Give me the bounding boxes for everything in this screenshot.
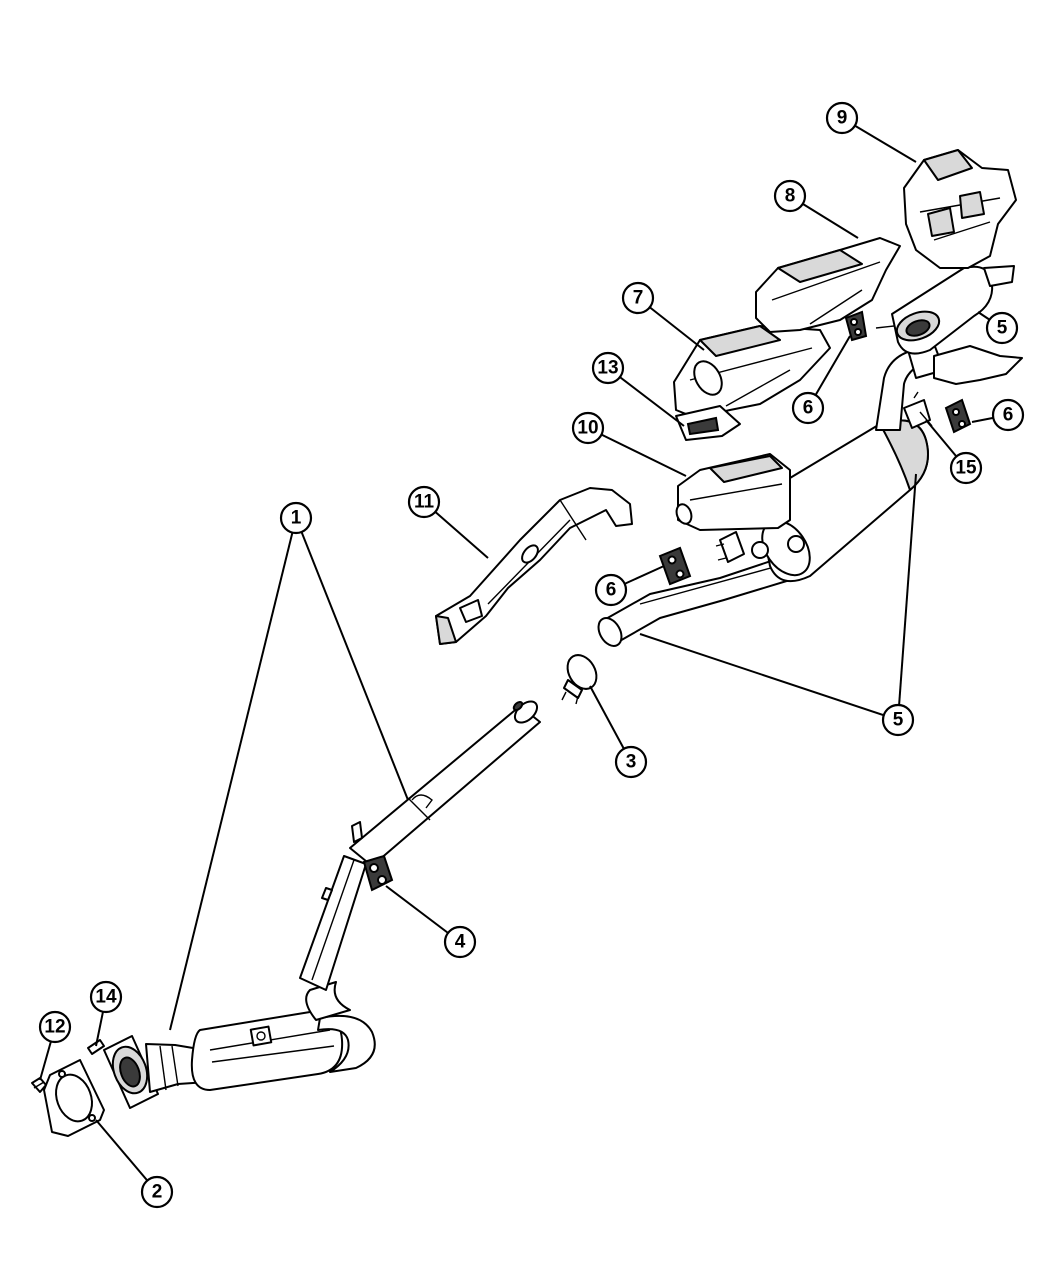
callout-13: 13 — [591, 351, 625, 385]
callout-7: 7 — [621, 281, 655, 315]
callout-9: 9 — [825, 101, 859, 135]
callout-14: 14 — [89, 980, 123, 1014]
heat-shield-bracket — [675, 405, 741, 441]
callout-1: 1 — [279, 501, 313, 535]
rear-heat-shield — [903, 149, 1017, 269]
callout-6: 6 — [791, 391, 825, 425]
callout-1-label: 1 — [291, 508, 302, 529]
callout-8-label: 8 — [785, 186, 796, 207]
callout-13-label: 13 — [597, 358, 618, 379]
callout-11: 11 — [407, 485, 441, 519]
callout-2-label: 2 — [152, 1182, 163, 1203]
callout-5-label: 5 — [893, 710, 904, 731]
callout-9-label: 9 — [837, 108, 848, 129]
callout-15: 15 — [949, 451, 983, 485]
intermediate-heat-shield — [435, 487, 633, 645]
callout-15-label: 15 — [955, 458, 977, 479]
callout-4: 4 — [443, 925, 477, 959]
muffler-heat-shield — [675, 453, 791, 531]
callout-3: 3 — [614, 745, 648, 779]
callout-4-label: 4 — [455, 932, 466, 953]
callout-12-label: 12 — [44, 1017, 65, 1038]
callout-14-label: 14 — [95, 987, 117, 1008]
callout-5: 5 — [985, 311, 1019, 345]
callout-10: 10 — [571, 411, 605, 445]
hanger-isolator-part — [844, 310, 868, 342]
callout-6-label: 6 — [606, 580, 617, 601]
callout-6-label: 6 — [1003, 405, 1014, 426]
callout-2: 2 — [140, 1175, 174, 1209]
front-pipe-catalytic-converter — [103, 700, 541, 1109]
callout-12: 12 — [38, 1010, 72, 1044]
callout-6: 6 — [991, 398, 1025, 432]
callout-5-label: 5 — [997, 318, 1008, 339]
callout-10-label: 10 — [577, 418, 598, 439]
gasket-part — [43, 1059, 105, 1137]
callout-5: 5 — [881, 703, 915, 737]
callout-8: 8 — [773, 179, 807, 213]
hanger-isolator-part — [944, 398, 972, 434]
center-heat-shield — [755, 237, 901, 333]
callout-7-label: 7 — [633, 288, 644, 309]
callout-6: 6 — [594, 573, 628, 607]
callout-11-label: 11 — [414, 492, 435, 513]
underbody-heat-shield — [673, 325, 831, 419]
hanger-isolator-part — [658, 546, 692, 586]
hanger-isolator-part — [362, 854, 394, 892]
callout-3-label: 3 — [626, 752, 637, 773]
callout-6-label: 6 — [803, 398, 814, 419]
clamp-part — [561, 654, 598, 705]
